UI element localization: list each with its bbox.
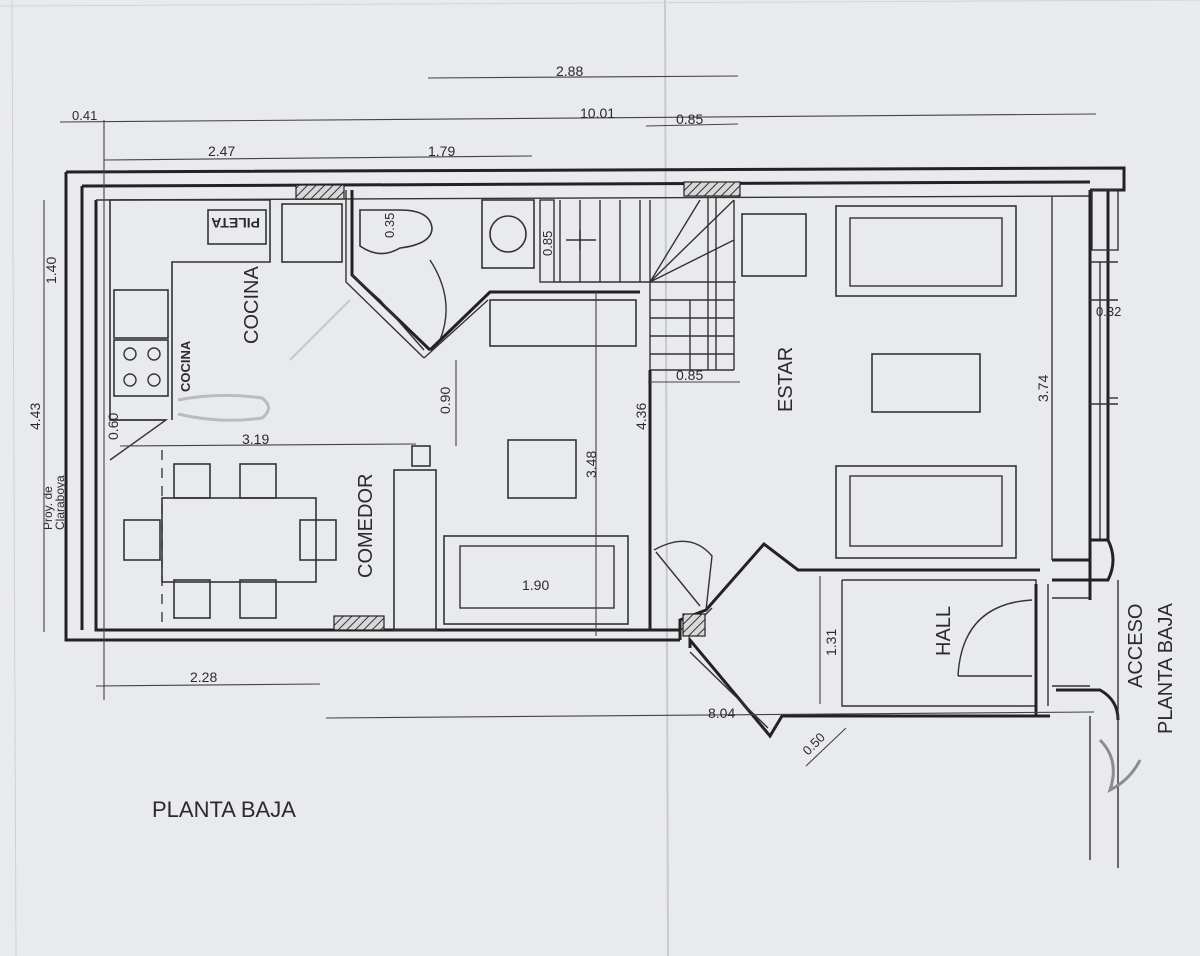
dim-436: 4.36 <box>633 403 649 430</box>
estar-sofa-bottom <box>835 465 1017 559</box>
washbasin <box>489 215 527 253</box>
dim-374: 3.74 <box>1035 375 1051 402</box>
exterior-walls <box>64 166 1126 642</box>
sink-pileta <box>207 209 267 245</box>
dim-090: 0.90 <box>437 387 453 414</box>
dim-085-estar: 0.85 <box>676 367 703 383</box>
label-hall: HALL <box>933 606 955 656</box>
dim-179: 1.79 <box>428 143 455 159</box>
label-planta-baja-side: PLANTA BAJA <box>1155 603 1177 734</box>
dining-table <box>161 497 317 583</box>
dim-804: 8.04 <box>708 705 735 721</box>
stove-block <box>113 339 169 397</box>
label-acceso: ACCESO <box>1125 604 1147 688</box>
dim-131: 1.31 <box>823 629 839 656</box>
kitchen <box>109 199 351 461</box>
label-comedor: COMEDOR <box>355 474 377 578</box>
dim-319: 3.19 <box>242 431 269 447</box>
dim-035: 0.35 <box>382 213 397 238</box>
columns <box>295 181 741 631</box>
estar-sofa-top <box>835 205 1017 297</box>
dim-288: 2.88 <box>556 63 583 79</box>
dim-348: 3.48 <box>583 451 599 478</box>
room-labels: COCINA COCINA PILETA COMEDOR ESTAR HALL … <box>41 215 1177 822</box>
dim-228: 2.28 <box>190 669 217 685</box>
drawing-title: PLANTA BAJA <box>152 797 296 822</box>
dim-085-top: 0.85 <box>676 111 703 127</box>
label-estar: ESTAR <box>775 347 797 412</box>
toilet <box>359 209 433 255</box>
dim-032: 0.32 <box>1096 304 1121 319</box>
sofa <box>443 535 629 625</box>
dim-085-stair: 0.85 <box>540 231 555 256</box>
dimension-lines <box>43 75 1097 767</box>
label-cocina: COCINA <box>241 266 263 344</box>
dim-140: 1.40 <box>43 257 59 284</box>
label-cocina-small: COCINA <box>178 340 193 392</box>
living-area <box>648 196 1053 630</box>
dim-060: 0.60 <box>105 413 121 440</box>
bathroom <box>345 190 640 359</box>
dim-443: 4.43 <box>27 403 43 430</box>
dim-041: 0.41 <box>72 108 97 123</box>
stairs <box>539 196 736 371</box>
label-claraboya-1: Proy. de <box>41 486 55 530</box>
dining-area <box>123 439 629 631</box>
coffee-table <box>871 353 981 413</box>
dim-247: 2.47 <box>208 143 235 159</box>
dim-1001: 10.01 <box>580 105 615 121</box>
dim-050: 0.50 <box>800 730 829 759</box>
label-claraboya-2: Claraboya <box>53 475 67 530</box>
dim-190: 1.90 <box>522 577 549 593</box>
hall-entry <box>653 540 1142 868</box>
label-pileta: PILETA <box>211 215 260 231</box>
